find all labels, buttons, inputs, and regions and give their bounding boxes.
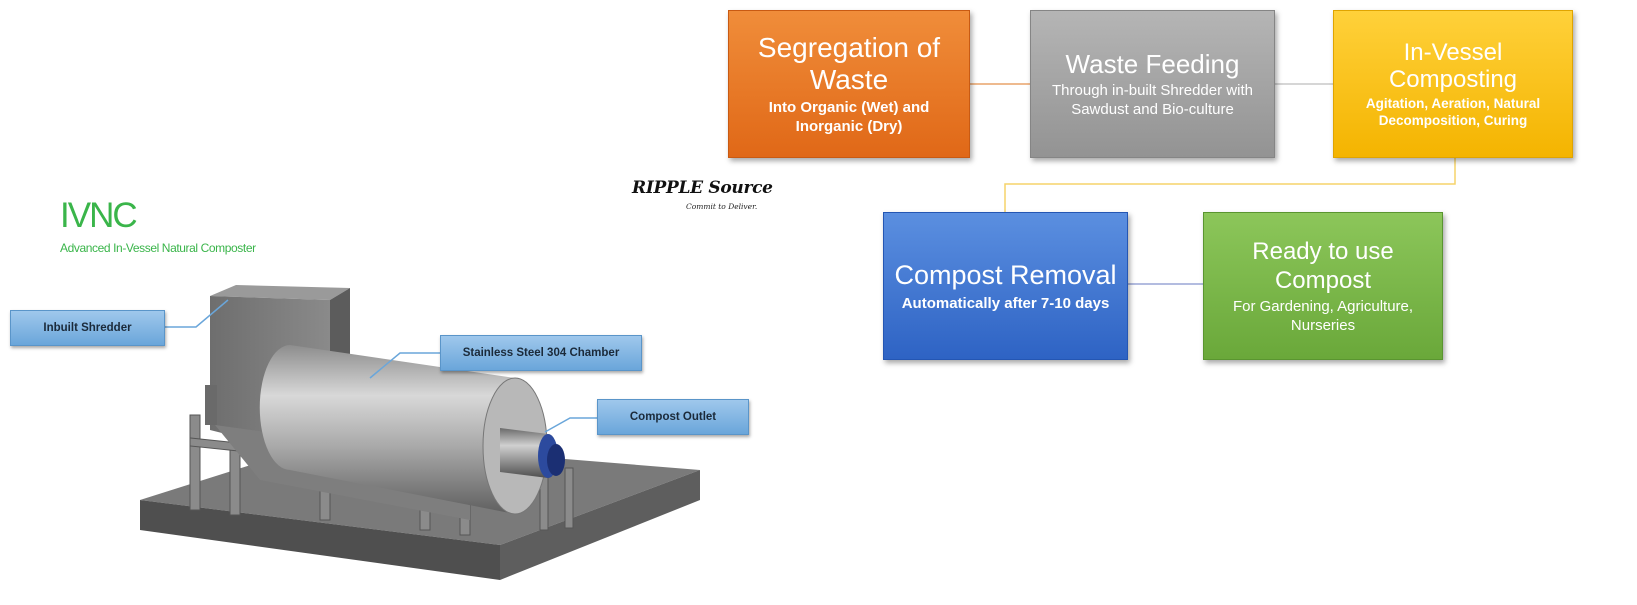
product-title: IVNC [60,196,138,235]
logo-tagline: Commit to Deliver. [686,202,758,211]
step-detail: Through in-built Shredder with Sawdust a… [1052,82,1253,118]
step-detail: Automatically after 7-10 days [901,295,1110,312]
motor [205,385,217,425]
product-subtitle: Advanced In-Vessel Natural Composter [60,241,256,255]
step-title: Waste Feeding [1065,49,1240,79]
step-in-vessel-composting: In-Vessel Composting Agitation, Aeration… [1333,10,1573,158]
connector-3-4 [1004,158,1456,212]
step-ready-compost: Ready to use Compost For Gardening, Agri… [1203,212,1443,360]
step-segregation: Segregation of Waste Into Organic (Wet) … [728,10,970,158]
logo-name: RIPPLE Source [632,178,773,198]
step-waste-feeding: Waste Feeding Through in-built Shredder … [1030,10,1275,158]
step-title: Compost Removal [894,260,1117,290]
step-detail: For Gardening, Agriculture, Nurseries [1232,298,1414,334]
shredder-top [210,285,350,300]
ripple-source-logo: RIPPLE Source Commit to Deliver. [632,178,773,218]
callout-compost-outlet: Compost Outlet [597,399,749,435]
step-title: In-Vessel Composting [1388,39,1518,93]
outlet-motor [547,444,565,476]
callout-leaders [163,299,598,433]
base-platform-side [500,470,700,580]
composter-machine-illustration [140,285,700,580]
step-detail: Into Organic (Wet) and Inorganic (Dry) [768,99,930,135]
callout-inbuilt-shredder: Inbuilt Shredder [10,310,165,346]
step-compost-removal: Compost Removal Automatically after 7-10… [883,212,1128,360]
step-title: Ready to use Compost [1252,238,1394,294]
callout-stainless-chamber: Stainless Steel 304 Chamber [440,335,642,371]
main-cylinder [259,345,547,514]
step-title: Segregation of Waste [757,32,941,95]
base-platform-front [140,500,500,580]
step-detail: Agitation, Aeration, Natural Decompositi… [1365,96,1541,128]
